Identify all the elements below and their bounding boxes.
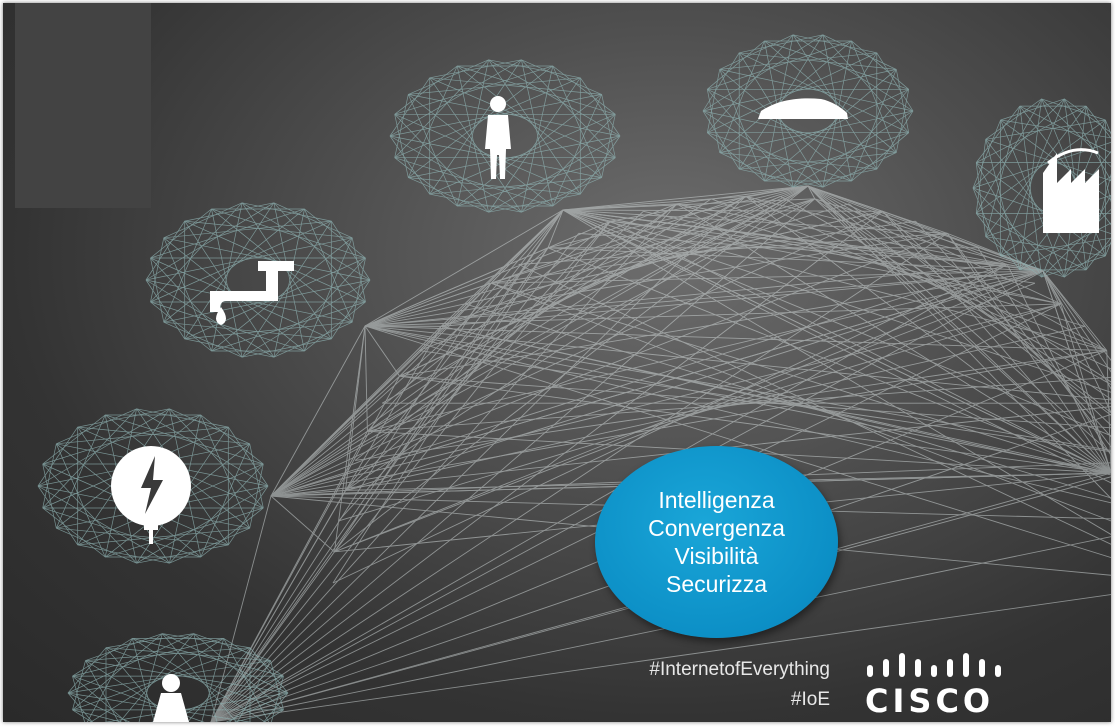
feature-bubble: Intelligenza Convergenza Visibilità Secu… — [595, 446, 838, 638]
mini-globe-mesh — [389, 59, 621, 213]
mini-globes — [37, 34, 1111, 722]
bubble-line-3: Visibilità — [674, 543, 759, 569]
faucet-icon — [210, 261, 294, 325]
woman-icon — [153, 674, 189, 722]
mini-globe-mesh — [145, 202, 371, 358]
dark-panel — [15, 3, 151, 208]
mini-globe-mesh — [37, 408, 269, 564]
bubble-line-4: Securizza — [666, 571, 767, 597]
mini-globe-mesh — [67, 633, 289, 722]
gauge-icon — [111, 446, 191, 544]
bubble-line-1: Intelligenza — [658, 487, 775, 513]
person-icon — [485, 96, 511, 179]
slide: Intelligenza Convergenza Visibilità Secu… — [3, 3, 1111, 722]
car-icon — [758, 98, 848, 119]
hashtag-ioe: #IoE — [790, 689, 830, 710]
hashtag-internet-of-everything: #InternetofEverything — [649, 659, 830, 680]
bubble-line-2: Convergenza — [648, 515, 785, 541]
network-graphic — [37, 34, 1111, 722]
factory-icon — [1043, 148, 1099, 233]
cisco-logo-bars — [867, 653, 1001, 677]
cisco-logo-text: CISCO — [865, 682, 995, 720]
